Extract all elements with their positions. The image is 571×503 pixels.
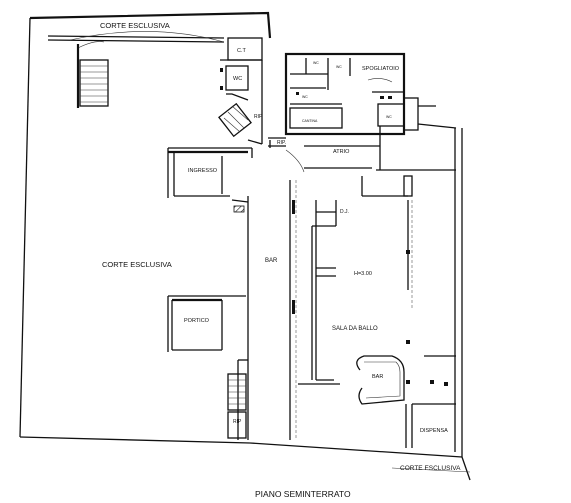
stair-bottom-left	[227, 373, 247, 439]
dispensa	[405, 403, 456, 448]
portico	[167, 295, 246, 352]
exterior-stair-top	[76, 41, 109, 108]
label-wc-c: WC	[302, 95, 308, 99]
label-sala: SALA DA BALLO	[332, 326, 378, 332]
label-wc-a: WC	[313, 61, 319, 65]
lot-boundary	[19, 11, 471, 481]
label-rip-stair: RIP	[254, 114, 263, 120]
label-corte-top: CORTE ESCLUSIVA	[100, 21, 170, 30]
label-rip-atrio: RIP.	[277, 140, 286, 146]
label-corte-bottom: CORTE ESCLUSIVA	[400, 465, 461, 472]
spogliatoio-block	[284, 52, 457, 136]
top-courtyard-edge	[47, 31, 263, 61]
label-dispensa: DISPENSA	[420, 428, 448, 434]
label-atrio: ATRIO	[333, 149, 350, 155]
label-portico: PORTICO	[184, 318, 210, 324]
label-cantina: CANTINA	[302, 119, 318, 123]
central-bar-corridor	[231, 140, 297, 440]
label-wc-d: WC	[386, 115, 392, 119]
label-ct: C.T	[237, 48, 247, 54]
sala-da-ballo	[298, 200, 413, 385]
label-bar-main: BAR	[265, 258, 278, 264]
label-dj: D.J.	[340, 209, 349, 215]
label-spogliatoio: SPOGLIATOIO	[362, 66, 400, 72]
label-wc-left: WC	[233, 76, 242, 82]
service-block-left	[218, 59, 263, 145]
label-bar-small: BAR	[372, 374, 383, 380]
label-ingresso: INGRESSO	[188, 168, 218, 174]
label-height: H=3.00	[354, 271, 372, 277]
small-bar	[356, 355, 456, 405]
atrio-area	[268, 126, 456, 197]
label-corte-left: CORTE ESCLUSIVA	[102, 260, 172, 269]
plan-title: PIANO SEMINTERRATO	[255, 489, 351, 499]
label-rip-bottom: RIP	[233, 419, 242, 425]
label-wc-b: WC	[336, 65, 342, 69]
ingresso-room	[167, 147, 253, 198]
